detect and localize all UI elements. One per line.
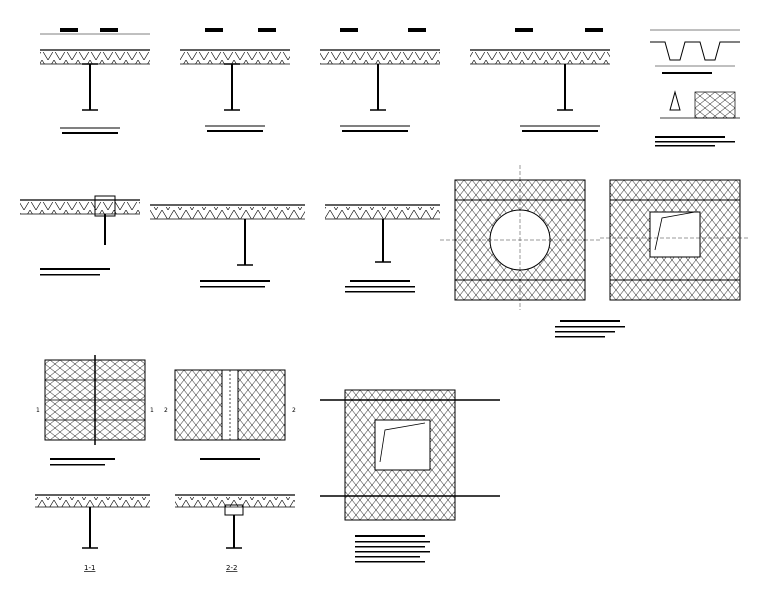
detail-5-profile <box>650 29 740 147</box>
section-label-2-2: 2-2 <box>226 564 237 572</box>
section-2-2 <box>175 494 295 549</box>
detail-2-section <box>180 28 290 132</box>
cut-mark-2-left: 2 <box>164 407 168 414</box>
section-1-1 <box>35 494 150 549</box>
detail-1-section <box>40 28 150 134</box>
detail-3-section <box>320 28 440 132</box>
plan-large-opening <box>320 389 500 563</box>
cut-mark-2-right: 2 <box>292 407 296 414</box>
plan-joint-2 <box>174 369 286 460</box>
plan-joint-1 <box>44 355 146 466</box>
cut-mark-1-left: 1 <box>36 407 40 414</box>
plan-circular-opening <box>440 165 600 310</box>
detail-8-section <box>325 204 440 293</box>
detail-4-section <box>470 28 610 132</box>
detail-7-section <box>150 204 305 288</box>
detail-6-section <box>20 195 140 276</box>
section-label-1-1: 1-1 <box>84 564 95 572</box>
plan-rect-opening <box>555 179 750 338</box>
cut-mark-1-right: 1 <box>150 407 154 414</box>
